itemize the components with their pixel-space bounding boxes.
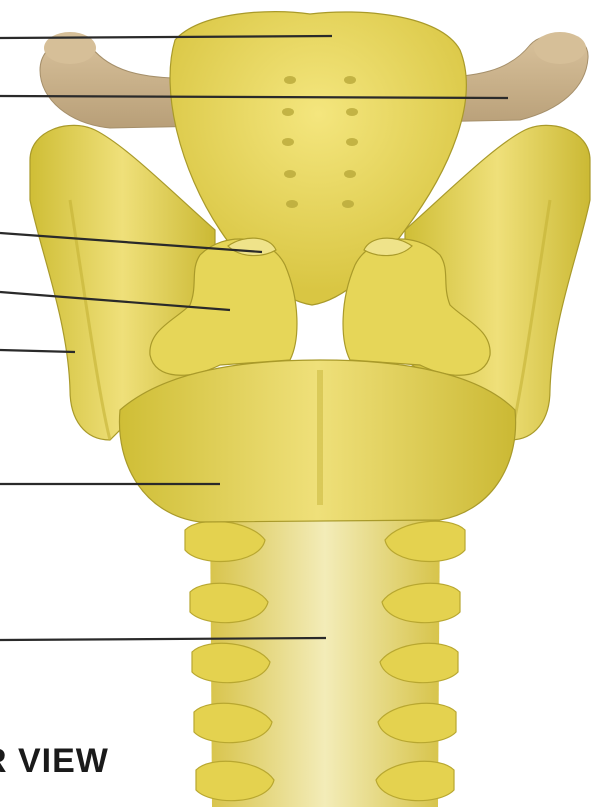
hyoid-greater-horn-right [534, 32, 586, 64]
view-label: R VIEW [0, 742, 109, 781]
trachea [185, 505, 465, 807]
cricoid-cartilage [119, 360, 515, 522]
leader-line-thyroid [0, 350, 75, 352]
